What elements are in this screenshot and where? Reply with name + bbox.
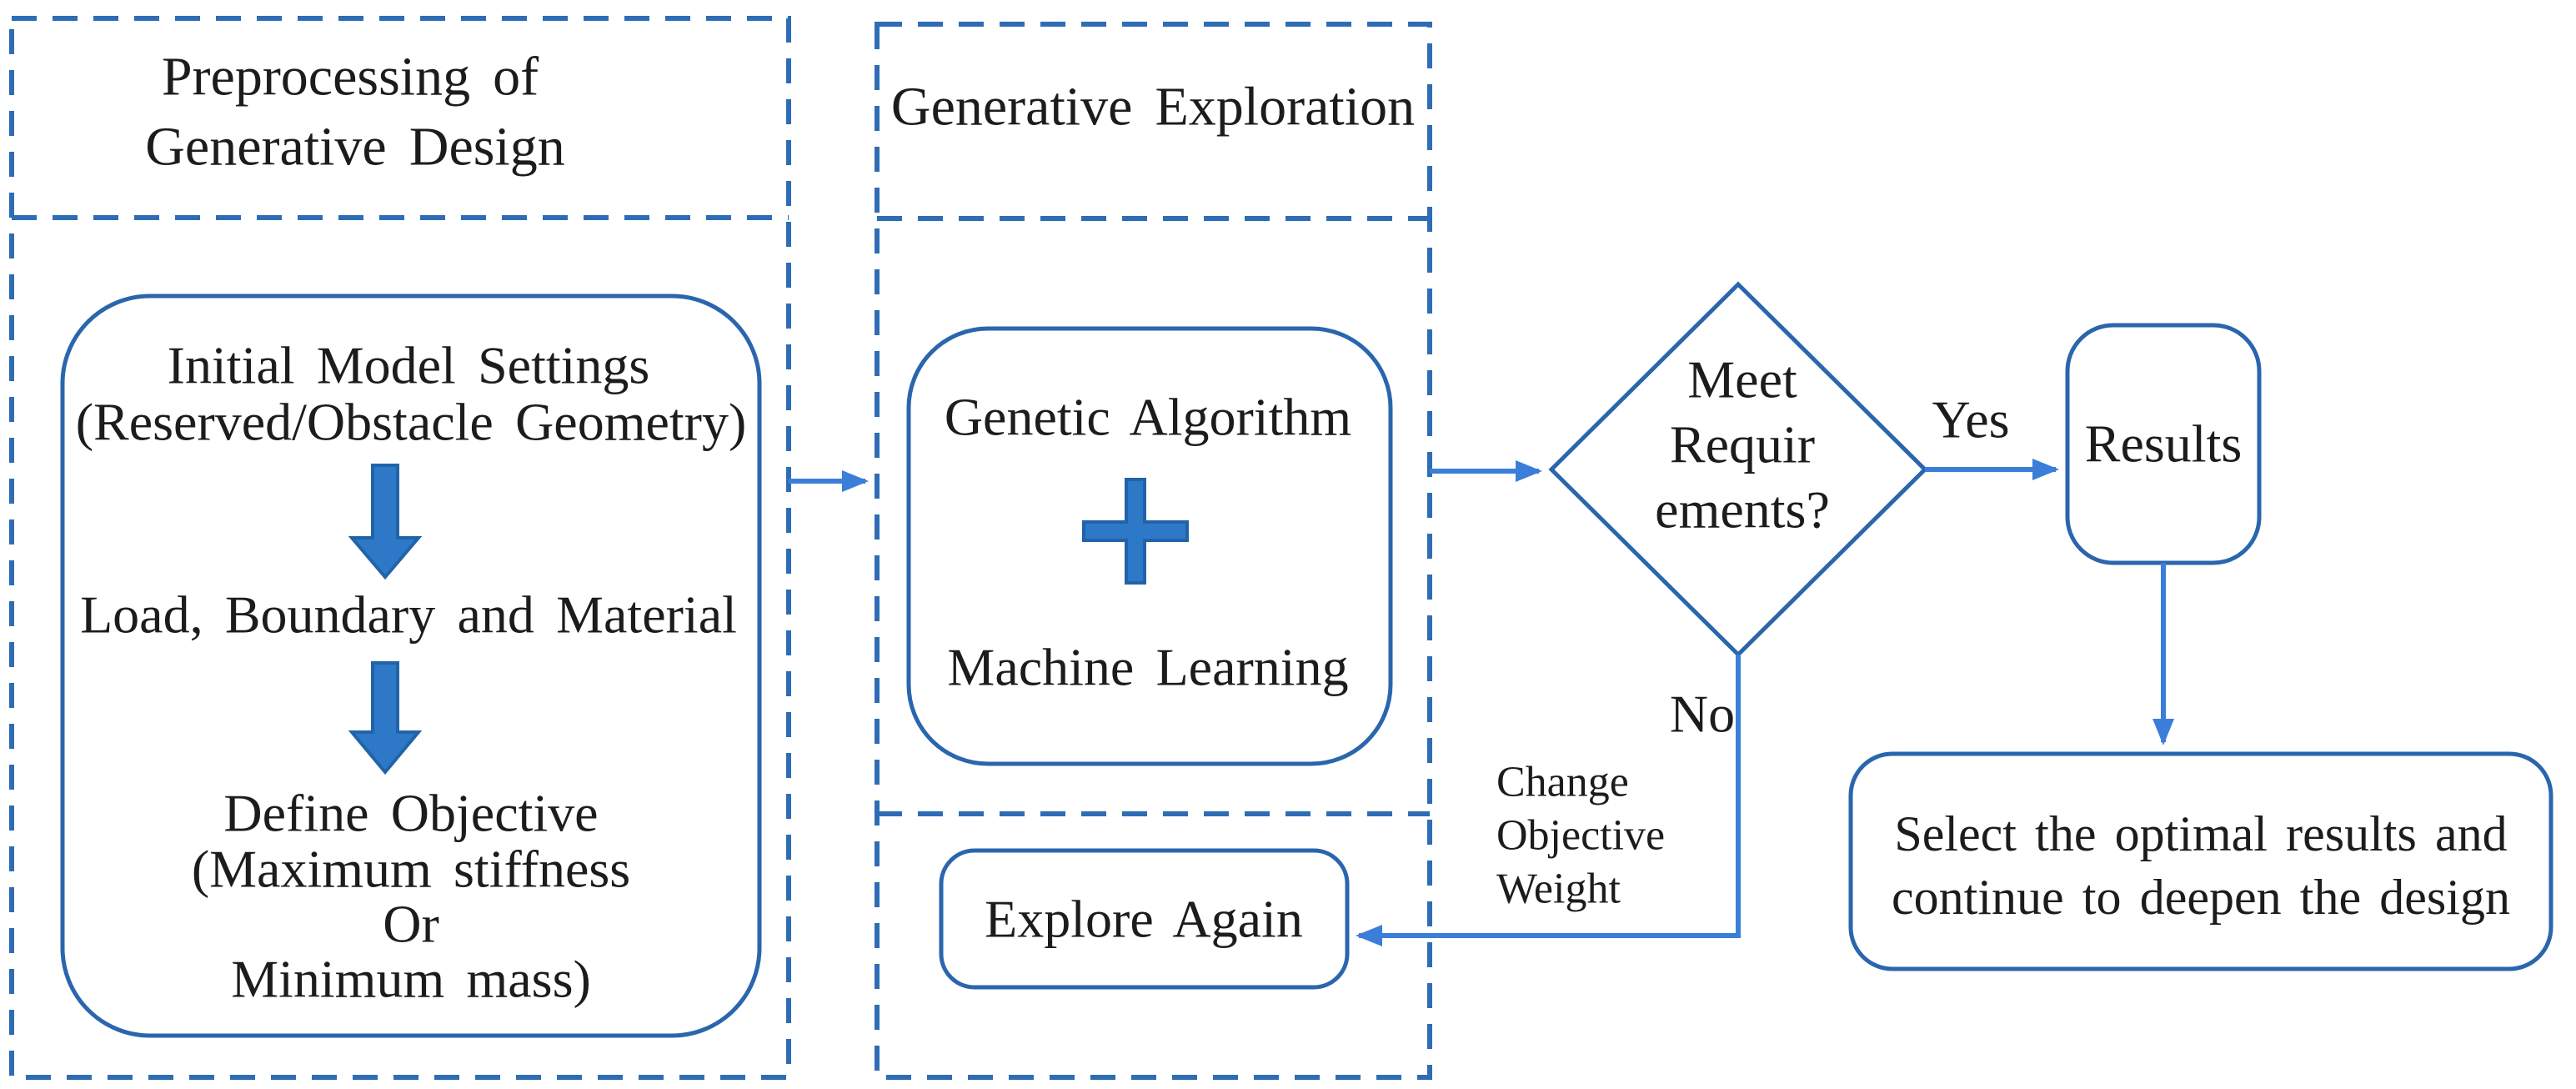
explore-again-label: Explore Again <box>985 890 1303 949</box>
arrow-no-to-explore-again <box>1356 655 1741 946</box>
define-objective-label: Define Objective <box>223 784 598 843</box>
change-objective-weight-label-line3: Weight <box>1496 866 1621 913</box>
load-boundary-material-label: Load, Boundary and Material <box>80 585 737 645</box>
final-label-line2: continue to deepen the design <box>1892 870 2510 925</box>
preprocessing-title-line2: Generative Design <box>145 117 565 178</box>
meet-requirements-label-line3: ements? <box>1655 480 1830 539</box>
explore-again-box <box>939 848 1350 990</box>
preprocessing-title-line1: Preprocessing of <box>162 47 539 108</box>
exploration-section-box <box>875 22 1432 1080</box>
plus-icon <box>1082 478 1189 585</box>
final-label-line1: Select the optimal results and <box>1894 806 2507 861</box>
reserved-obstacle-geometry-label: (Reserved/Obstacle Geometry) <box>76 393 747 452</box>
down-arrow-icon <box>348 661 423 775</box>
genetic-algorithm-label: Genetic Algorithm <box>945 388 1351 447</box>
change-objective-weight-label-line1: Change <box>1496 759 1629 806</box>
minimum-mass-label: Minimum mass) <box>231 950 591 1009</box>
or-label: Or <box>383 895 439 954</box>
setup-steps-box <box>60 294 762 1038</box>
change-objective-weight-label-line2: Objective <box>1496 812 1665 860</box>
yes-label: Yes <box>1932 390 2009 449</box>
down-arrow-icon <box>348 464 423 580</box>
machine-learning-label: Machine Learning <box>947 638 1348 697</box>
meet-requirements-label-line2: Requir <box>1670 415 1815 474</box>
exploration-title: Generative Exploration <box>891 77 1415 138</box>
initial-model-settings-label: Initial Model Settings <box>168 336 650 395</box>
ga-ml-box <box>906 326 1393 766</box>
maximum-stiffness-label: (Maximum stiffness <box>192 840 630 899</box>
results-label: Results <box>2085 414 2242 474</box>
meet-requirements-label-line1: Meet <box>1687 350 1797 409</box>
no-label: No <box>1670 685 1735 744</box>
final-selection-box <box>1848 751 2553 971</box>
preprocessing-section-box <box>9 16 791 1080</box>
